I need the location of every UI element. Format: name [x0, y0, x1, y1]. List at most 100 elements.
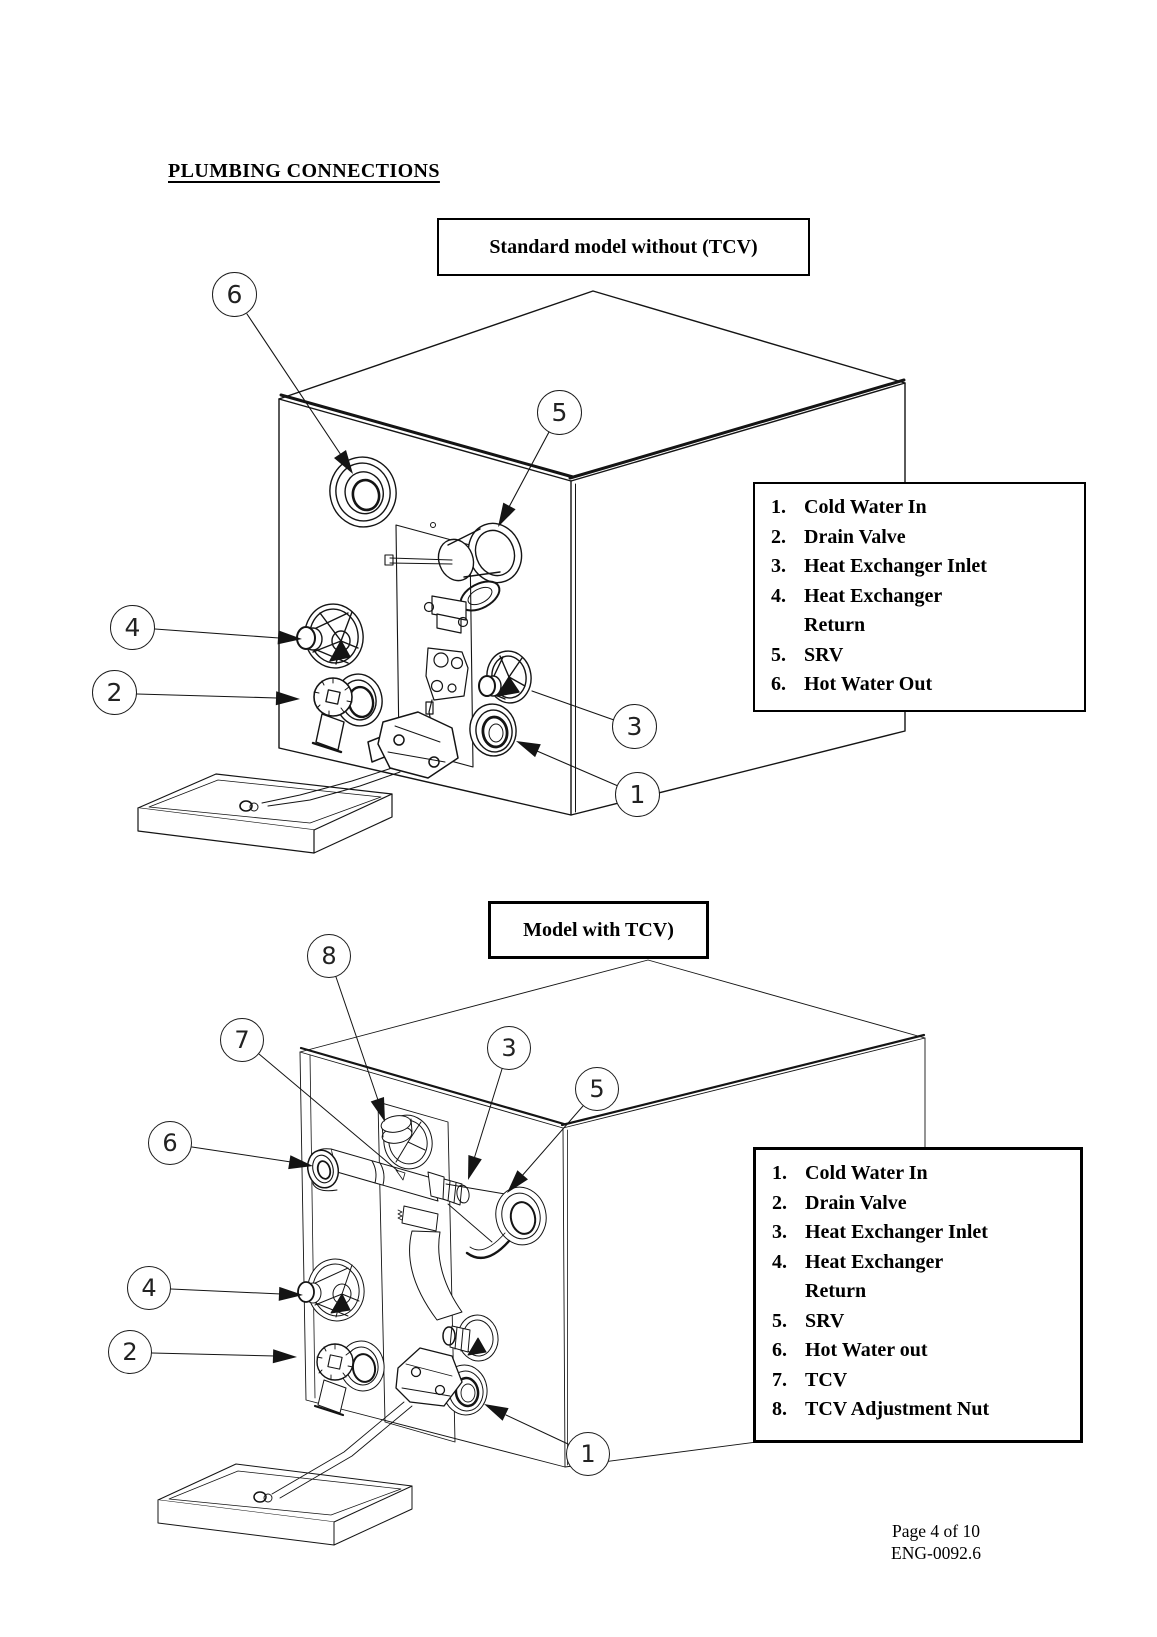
legend-item-number: 3.: [771, 555, 786, 577]
legend-item: 1. Cold Water In: [771, 493, 1080, 523]
gas-valve-assembly-tcv: [395, 1347, 463, 1407]
callout-hx-inlet: 3: [612, 704, 657, 749]
callout-srv-tcv: 5: [575, 1067, 619, 1111]
legend-item: 4. Heat Exchanger Return: [771, 582, 1080, 641]
standard-model-fittings: [239, 456, 532, 812]
legend-item: 8.TCV Adjustment Nut: [772, 1395, 1076, 1425]
callout-label: 1: [629, 780, 646, 809]
callout-label: 8: [321, 942, 337, 970]
legend-item-label: Cold Water In: [805, 1162, 928, 1184]
footer-page-number: Page 4 of 10: [892, 1521, 980, 1541]
tcv-model-fittings: [253, 1114, 547, 1503]
cold-water-in-fitting: [469, 703, 517, 757]
tcv-body: [306, 1148, 439, 1202]
thermostat-capillary-tcv: [253, 1401, 413, 1503]
legend-item-number: 5.: [772, 1309, 787, 1332]
legend-item-label: SRV: [804, 643, 844, 666]
diagram1-legend-list: 1. Cold Water In 2. Drain Valve 3. Heat Excha…: [771, 493, 1080, 700]
callout-label: 6: [226, 280, 243, 309]
legend-item-label: Drain Valve: [805, 1191, 907, 1214]
drain-valve-fitting-tcv: [313, 1340, 385, 1417]
diagram1-caption-box: Standard model without (TCV): [437, 218, 810, 276]
callout-label: 3: [626, 712, 643, 741]
diagram2-caption-box: Model with TCV): [488, 901, 709, 959]
callout-label: 4: [124, 613, 141, 642]
legend-item-label: Hot Water Out: [804, 673, 933, 695]
diagram1-caption: Standard model without (TCV): [489, 235, 758, 258]
callout-label: 5: [589, 1075, 605, 1103]
tcv-model-leader-lines: [151, 976, 584, 1445]
legend-item-number: 3.: [772, 1221, 787, 1243]
callout-hot-water-out-tcv: 6: [148, 1121, 192, 1165]
callout-hx-return-tcv: 4: [127, 1266, 171, 1310]
callout-label: 7: [234, 1026, 250, 1054]
callout-label: 2: [106, 678, 123, 707]
legend-item-number: 6.: [771, 673, 786, 695]
legend-item: 6. Hot Water out: [772, 1336, 1076, 1366]
legend-item-label: TCV: [805, 1368, 848, 1391]
hot-water-out-fitting: [329, 456, 397, 528]
legend-item-label: Drain Valve: [804, 525, 906, 548]
standard-model-drain-pan: [137, 773, 393, 854]
page-title: PLUMBING CONNECTIONS: [168, 160, 440, 182]
callout-label: 4: [141, 1274, 157, 1302]
bracket-hardware: [423, 595, 469, 723]
tcv-model-cabinet: [299, 959, 926, 1468]
legend-item-number: 4.: [772, 1250, 787, 1273]
callout-tcv: 7: [220, 1018, 264, 1062]
callout-hot-water-out: 6: [212, 272, 257, 317]
callout-label: 5: [551, 398, 568, 427]
callout-hx-return: 4: [110, 605, 155, 650]
heat-exchanger-inlet-fitting: [478, 650, 532, 704]
callout-tcv-adjustment-nut: 8: [307, 934, 351, 978]
thermostat-capillary: [239, 767, 401, 812]
callout-hx-inlet-tcv: 3: [487, 1026, 531, 1070]
legend-item-label: Heat Exchanger Return: [804, 584, 943, 637]
legend-item-label: Heat Exchanger Inlet: [804, 555, 987, 577]
callout-label: 1: [580, 1440, 596, 1468]
callout-label: 3: [501, 1034, 517, 1062]
legend-item-label: Hot Water out: [805, 1339, 928, 1361]
legend-item: 1. Cold Water In: [772, 1159, 1076, 1189]
legend-item: 2. Drain Valve: [772, 1189, 1076, 1219]
heat-exchanger-inlet-fitting-tcv: [442, 1314, 499, 1362]
legend-item-number: 7.: [772, 1368, 787, 1391]
legend-item-number: 4.: [771, 584, 786, 607]
legend-item-number: 1.: [772, 1162, 787, 1184]
legend-item: 4.Heat Exchanger Return: [772, 1248, 1076, 1307]
heat-exchanger-return-fitting-tcv: [297, 1258, 365, 1322]
diagram2-legend: 1. Cold Water In 2. Drain Valve 3. Heat Excha…: [753, 1147, 1083, 1443]
heat-exchanger-return-fitting: [296, 603, 364, 669]
legend-item-label: SRV: [805, 1309, 845, 1332]
legend-item-number: 2.: [772, 1191, 787, 1214]
callout-label: 6: [162, 1129, 178, 1157]
callout-cold-water-in-tcv: 1: [566, 1432, 610, 1476]
standard-model-cabinet: [278, 290, 906, 816]
page-footer: Page 4 of 10 ENG-0092.6: [845, 1520, 1027, 1564]
drain-valve-fitting: [311, 673, 383, 754]
legend-item-number: 2.: [771, 525, 786, 548]
legend-item-number: 1.: [771, 496, 786, 518]
callout-srv: 5: [537, 390, 582, 435]
standard-model-leader-lines: [136, 313, 619, 787]
leader-arrowheads-tcv: [272, 1097, 528, 1421]
srv-fitting: [384, 522, 523, 612]
legend-item-label: Heat Exchanger Inlet: [805, 1221, 988, 1243]
footer-doc-number: ENG-0092.6: [891, 1543, 981, 1563]
callout-cold-water-in: 1: [615, 772, 660, 817]
srv-fitting-tcv: [445, 1183, 547, 1260]
diagram2-legend-list: 1. Cold Water In 2. Drain Valve 3. Heat Excha…: [772, 1159, 1076, 1425]
legend-item: 3. Heat Exchanger Inlet: [772, 1218, 1076, 1248]
legend-item-number: 8.: [772, 1398, 787, 1420]
tcv-adjustment-nut: [380, 1114, 433, 1170]
tcv-model-drain-pan: [157, 1463, 413, 1546]
gas-valve-assembly: [367, 711, 459, 779]
legend-item-number: 6.: [772, 1339, 787, 1361]
legend-item: 5. SRV: [772, 1307, 1076, 1337]
legend-item: 2. Drain Valve: [771, 523, 1080, 553]
callout-drain-valve: 2: [92, 670, 137, 715]
legend-item-label: Cold Water In: [804, 496, 927, 518]
diagram1-legend: 1. Cold Water In 2. Drain Valve 3. Heat Excha…: [753, 482, 1086, 712]
